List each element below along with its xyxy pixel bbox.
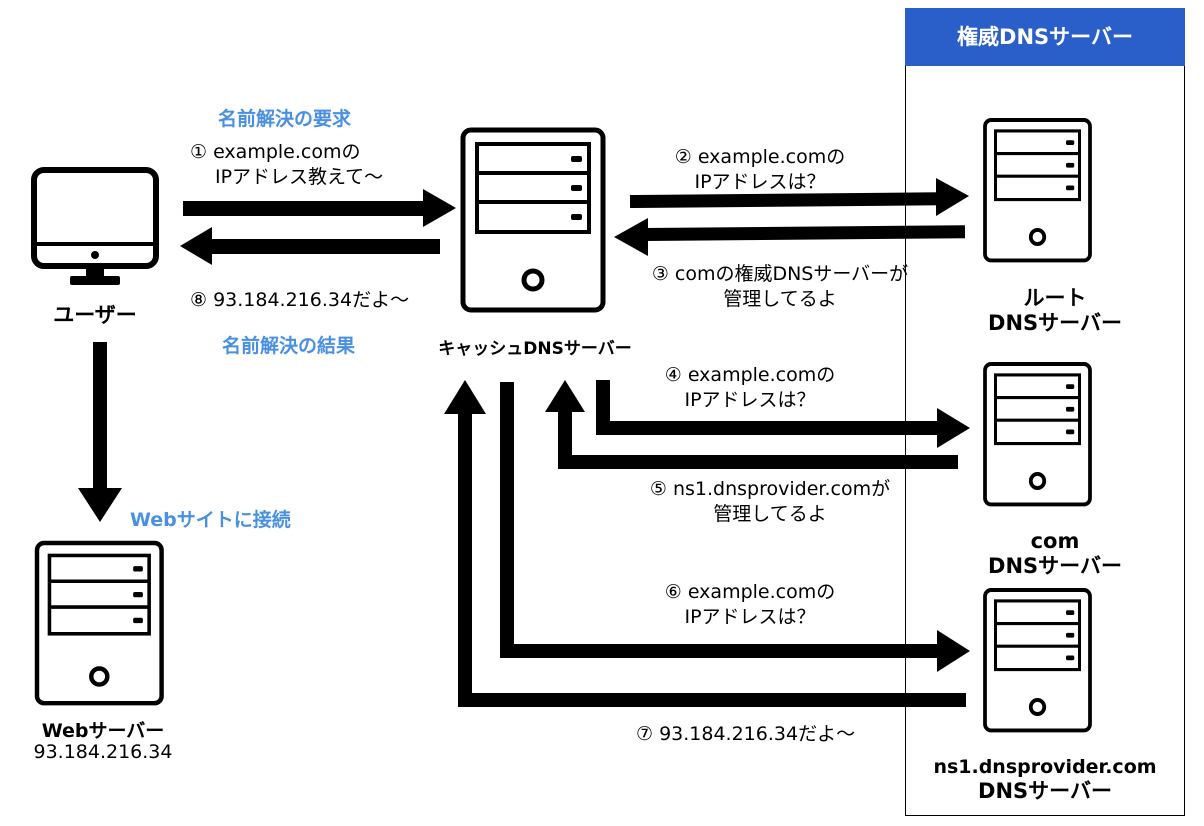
step6-line1: ⑥ example.comの: [664, 581, 836, 603]
step5-line2: 管理してるよ: [713, 503, 827, 525]
step4-line1: ④ example.comの: [664, 364, 836, 386]
com-dns-server-icon: [983, 362, 1092, 507]
ns1-server-line1: ns1.dnsprovider.com: [933, 756, 1157, 778]
step3-line1: ③ comの権威DNSサーバーが: [651, 263, 909, 285]
arrow-step8: [180, 227, 440, 265]
step2-line1: ② example.comの: [674, 146, 846, 168]
step6-line2: IPアドレスは？: [684, 606, 816, 628]
arrow-step1: [183, 189, 456, 227]
step8-label: ⑧ 93.184.216.34だよ〜: [190, 289, 410, 311]
arrow-step6: [500, 382, 970, 672]
web-server-ip: 93.184.216.34: [33, 741, 173, 763]
ns1-server-line2: DNSサーバー: [978, 779, 1112, 803]
web-server-icon: [37, 543, 162, 703]
step5-line1: ⑤ ns1.dnsprovider.comが: [649, 478, 891, 500]
arrow-step3: [614, 218, 966, 256]
user-label: ユーザー: [53, 303, 137, 327]
cache-dns-server-icon: [463, 130, 603, 310]
root-server-line2: DNSサーバー: [988, 311, 1122, 335]
arrow-step5: [545, 380, 958, 469]
cache-server-label: キャッシュDNSサーバー: [438, 339, 632, 359]
ns1-dns-server-icon: [983, 588, 1092, 733]
root-dns-server-icon: [983, 118, 1092, 263]
step1-line1: ① example.comの: [190, 141, 361, 163]
web-server-title: Webサーバー: [41, 720, 165, 742]
computer-icon: [31, 167, 159, 285]
root-server-line1: ルート: [1023, 286, 1087, 310]
result-title: 名前解決の結果: [222, 335, 356, 357]
arrow-step7: [444, 380, 966, 707]
step4-line2: IPアドレスは？: [684, 389, 816, 411]
step1-line2: IPアドレス教えて〜: [215, 166, 384, 188]
arrow-step4: [596, 380, 970, 448]
arrow-step2: [629, 178, 969, 216]
com-server-line1: com: [1030, 529, 1080, 553]
step3-line2: 管理してるよ: [723, 288, 837, 310]
com-server-line2: DNSサーバー: [988, 554, 1122, 578]
request-title: 名前解決の要求: [218, 108, 352, 130]
authoritative-dns-header: 権威DNSサーバー: [905, 8, 1185, 66]
arrow-web-connect: [78, 342, 122, 522]
step2-line2: IPアドレスは？: [694, 171, 826, 193]
step7-label: ⑦ 93.184.216.34だよ〜: [636, 723, 856, 745]
web-connect-label: Webサイトに接続: [130, 509, 291, 531]
